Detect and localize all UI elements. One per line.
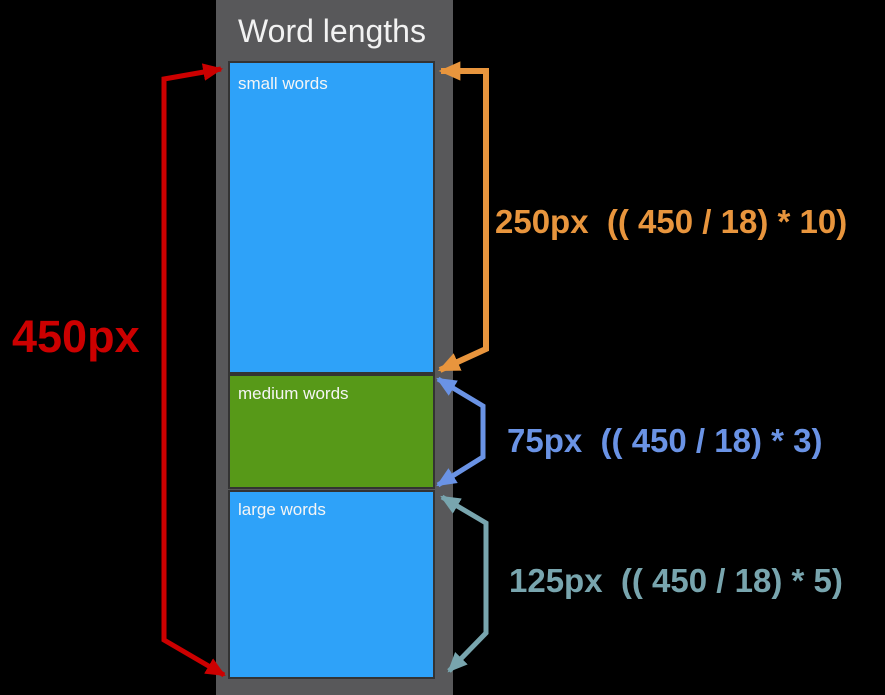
small-words-height-arrow: [437, 61, 489, 373]
total-height-arrow: [161, 63, 226, 678]
column-title: Word lengths: [238, 13, 426, 49]
large-words-height-arrow: [440, 494, 489, 673]
segment-medium-words: [228, 374, 435, 489]
segment-label-medium-words: medium words: [238, 384, 349, 403]
large-words-calc-label: 125px (( 450 / 18) * 5): [509, 562, 843, 599]
small-words-calc-label: 250px (( 450 / 18) * 10): [495, 203, 847, 240]
total-height-label: 450px: [12, 311, 140, 362]
segment-small-words: [228, 61, 435, 374]
medium-words-calc-label: 75px (( 450 / 18) * 3): [507, 422, 822, 459]
segment-label-small-words: small words: [238, 74, 328, 93]
segment-large-words: [228, 490, 435, 679]
medium-words-height-arrow: [436, 376, 486, 488]
segment-label-large-words: large words: [238, 500, 326, 519]
